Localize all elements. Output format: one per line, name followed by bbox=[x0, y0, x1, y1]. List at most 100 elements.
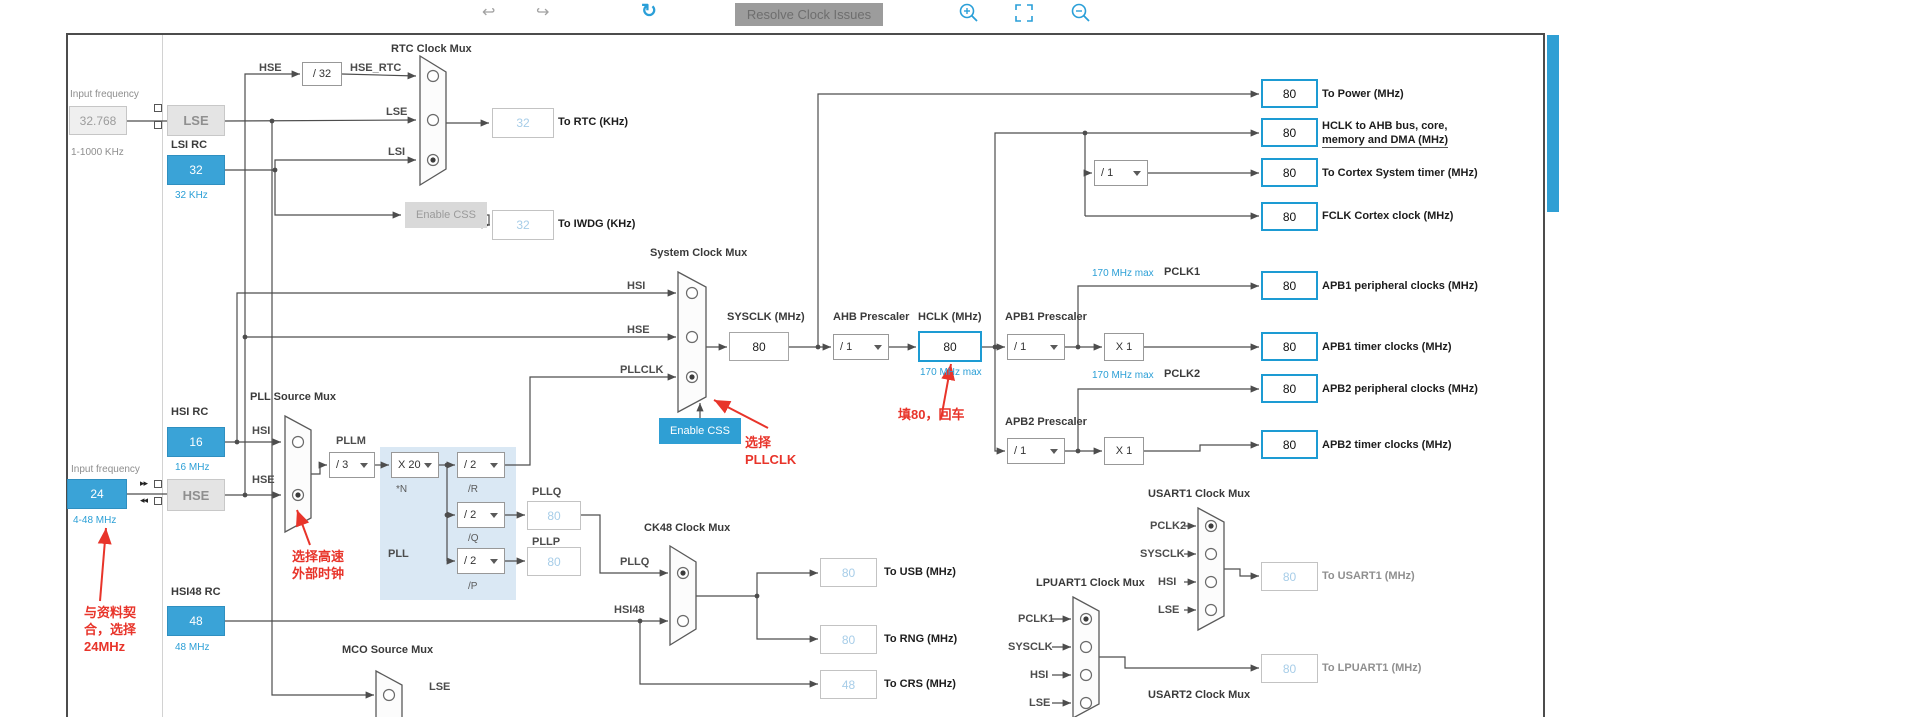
sys-hse-wire-label: HSE bbox=[627, 324, 650, 336]
hclk-ahb-label-line2: memory and DMA (MHz) bbox=[1322, 134, 1449, 148]
to-iwdg-label: To IWDG (KHz) bbox=[558, 218, 636, 230]
hclk-max-label: 170 MHz max bbox=[920, 367, 982, 378]
ahb-prescaler-label: AHB Prescaler bbox=[833, 311, 910, 323]
annotation-hclk-80: 填80，回车 bbox=[898, 407, 965, 422]
annotation-hse-24: 与资料契 合，选择 24MHz bbox=[84, 605, 137, 654]
hsi48-frequency-label: 48 MHz bbox=[175, 642, 210, 653]
pllp-out-label: PLLP bbox=[532, 536, 561, 548]
to-crs-value-box: 48 bbox=[820, 670, 877, 699]
pllq-dropdown[interactable]: / 2 bbox=[457, 502, 505, 528]
fclk-label: FCLK Cortex clock (MHz) bbox=[1322, 210, 1454, 222]
usart1-mux-radio-sysclk[interactable] bbox=[1204, 547, 1218, 561]
fclk-value-box: 80 bbox=[1261, 202, 1318, 231]
canvas-divider bbox=[162, 35, 163, 717]
hclk-header-label: HCLK (MHz) bbox=[918, 311, 982, 323]
zoom-in-icon[interactable] bbox=[958, 2, 980, 24]
to-iwdg-value-box: 32 bbox=[492, 210, 554, 240]
lpuart1-clock-mux-shape[interactable] bbox=[1072, 595, 1100, 717]
to-rtc-value-box: 32 bbox=[492, 108, 554, 138]
ahb-prescaler-dropdown[interactable]: / 1 bbox=[833, 334, 889, 360]
lpuart1-mux-radio-hsi[interactable] bbox=[1079, 668, 1093, 682]
pclk2-max-label: 170 MHz max bbox=[1092, 370, 1154, 381]
lpuart1-pclk1-wire-label: PCLK1 bbox=[1018, 613, 1055, 625]
chevron-down-icon bbox=[1050, 449, 1058, 458]
enable-css-button-sys[interactable]: Enable CSS bbox=[659, 418, 741, 444]
fit-to-screen-icon[interactable] bbox=[1014, 3, 1034, 23]
usart1-clock-mux-title: USART1 Clock Mux bbox=[1148, 488, 1251, 500]
pclk1-label: PCLK1 bbox=[1164, 266, 1201, 278]
undo-icon[interactable]: ↩ bbox=[482, 4, 496, 21]
usart1-clock-mux-shape[interactable] bbox=[1197, 506, 1225, 632]
redo-icon[interactable]: ↪ bbox=[536, 4, 550, 21]
pll-mux-radio-hsi[interactable] bbox=[291, 435, 305, 449]
ck48-clock-mux-title: CK48 Clock Mux bbox=[644, 522, 731, 534]
lpuart1-mux-radio-sysclk[interactable] bbox=[1079, 640, 1093, 654]
hse-source-box[interactable]: HSE bbox=[167, 479, 225, 511]
pll-source-mux-shape[interactable] bbox=[284, 414, 312, 534]
hse-frequency-field[interactable]: 24 bbox=[67, 479, 127, 509]
lpuart1-mux-radio-lse[interactable] bbox=[1079, 696, 1093, 710]
cortex-prescaler-dropdown[interactable]: / 1 bbox=[1094, 160, 1148, 186]
rtc-mux-radio-lse[interactable] bbox=[426, 113, 440, 127]
ck48-mux-radio-hsi48[interactable] bbox=[676, 614, 690, 628]
sysclk-header-label: SYSCLK (MHz) bbox=[727, 311, 805, 323]
refresh-icon[interactable]: ↻ bbox=[641, 1, 657, 22]
sys-mux-radio-hsi[interactable] bbox=[685, 286, 699, 300]
pllp-dropdown[interactable]: / 2 bbox=[457, 548, 505, 574]
zoom-out-icon[interactable] bbox=[1070, 2, 1092, 24]
lse-pin bbox=[154, 104, 162, 112]
system-clock-mux-title: System Clock Mux bbox=[650, 247, 748, 259]
rtc-mux-radio-hse-rtc[interactable] bbox=[426, 69, 440, 83]
lsi-rc-box[interactable]: 32 bbox=[167, 155, 225, 185]
usart1-hsi-wire-label: HSI bbox=[1158, 576, 1177, 588]
to-usart1-label: To USART1 (MHz) bbox=[1322, 570, 1415, 582]
apb2-prescaler-dropdown[interactable]: / 1 bbox=[1007, 438, 1065, 464]
hsi48-rc-box[interactable]: 48 bbox=[167, 606, 225, 636]
lpuart1-hsi-wire-label: HSI bbox=[1030, 669, 1049, 681]
wiring-layer bbox=[97, 54, 1259, 717]
chevron-down-icon bbox=[424, 463, 432, 472]
sys-mux-radio-hse[interactable] bbox=[685, 330, 699, 344]
cortex-timer-label: To Cortex System timer (MHz) bbox=[1322, 167, 1478, 179]
ck48-hsi48-wire-label: HSI48 bbox=[614, 604, 645, 616]
lpuart1-lse-wire-label: LSE bbox=[1029, 697, 1051, 709]
plln-dropdown[interactable]: X 20 bbox=[391, 452, 439, 478]
resolve-clock-issues-button[interactable]: Resolve Clock Issues bbox=[735, 3, 883, 26]
rtc-clock-mux-title: RTC Clock Mux bbox=[391, 43, 472, 55]
hse-pin2 bbox=[154, 497, 162, 505]
mco-mux-radio-1[interactable] bbox=[382, 688, 396, 702]
to-rng-label: To RNG (MHz) bbox=[884, 633, 958, 645]
wires bbox=[127, 70, 1259, 707]
cortex-prescaler-value: / 1 bbox=[1101, 167, 1114, 179]
chevron-down-icon bbox=[874, 345, 882, 354]
lsi-frequency-label: 32 KHz bbox=[175, 190, 208, 201]
chevron-down-icon bbox=[360, 463, 368, 472]
usart1-pclk2-wire-label: PCLK2 bbox=[1150, 520, 1187, 532]
usart1-mux-radio-lse[interactable] bbox=[1204, 603, 1218, 617]
hclk-value-field[interactable]: 80 bbox=[918, 331, 982, 362]
pllm-dropdown[interactable]: / 3 bbox=[329, 452, 375, 478]
hse-rtc-wire-label: HSE_RTC bbox=[350, 62, 402, 74]
pclk2-label: PCLK2 bbox=[1164, 368, 1201, 380]
rtc-hse-wire-label: HSE bbox=[259, 62, 282, 74]
hsi-rc-box[interactable]: 16 bbox=[167, 427, 225, 457]
usart1-mux-radio-hsi[interactable] bbox=[1204, 575, 1218, 589]
ck48-pllq-wire-label: PLLQ bbox=[620, 556, 650, 568]
chevron-down-icon bbox=[490, 513, 498, 522]
scrollbar-thumb[interactable] bbox=[1547, 35, 1559, 212]
pllr-dropdown[interactable]: / 2 bbox=[457, 452, 505, 478]
pllm-label: PLLM bbox=[336, 435, 366, 447]
ck48-clock-mux-shape[interactable] bbox=[669, 544, 697, 647]
to-power-value-box: 80 bbox=[1261, 79, 1318, 108]
lse-source-box[interactable]: LSE bbox=[167, 105, 225, 136]
usart2-clock-mux-title: USART2 Clock Mux bbox=[1148, 689, 1251, 701]
apb1-prescaler-dropdown[interactable]: / 1 bbox=[1007, 334, 1065, 360]
lse-frequency-field[interactable]: 32.768 bbox=[69, 106, 127, 135]
annotation-sys-pllclk: 选择 PLLCLK bbox=[745, 435, 797, 467]
chevron-down-icon bbox=[1133, 171, 1141, 180]
to-usb-label: To USB (MHz) bbox=[884, 566, 956, 578]
enable-css-button-rtc[interactable]: Enable CSS bbox=[405, 202, 487, 228]
hclk-ahb-label-line1: HCLK to AHB bus, core, bbox=[1322, 120, 1448, 132]
plln-value: X 20 bbox=[398, 459, 421, 471]
pin-out-arrows-icon: ◂◂ bbox=[140, 495, 148, 505]
